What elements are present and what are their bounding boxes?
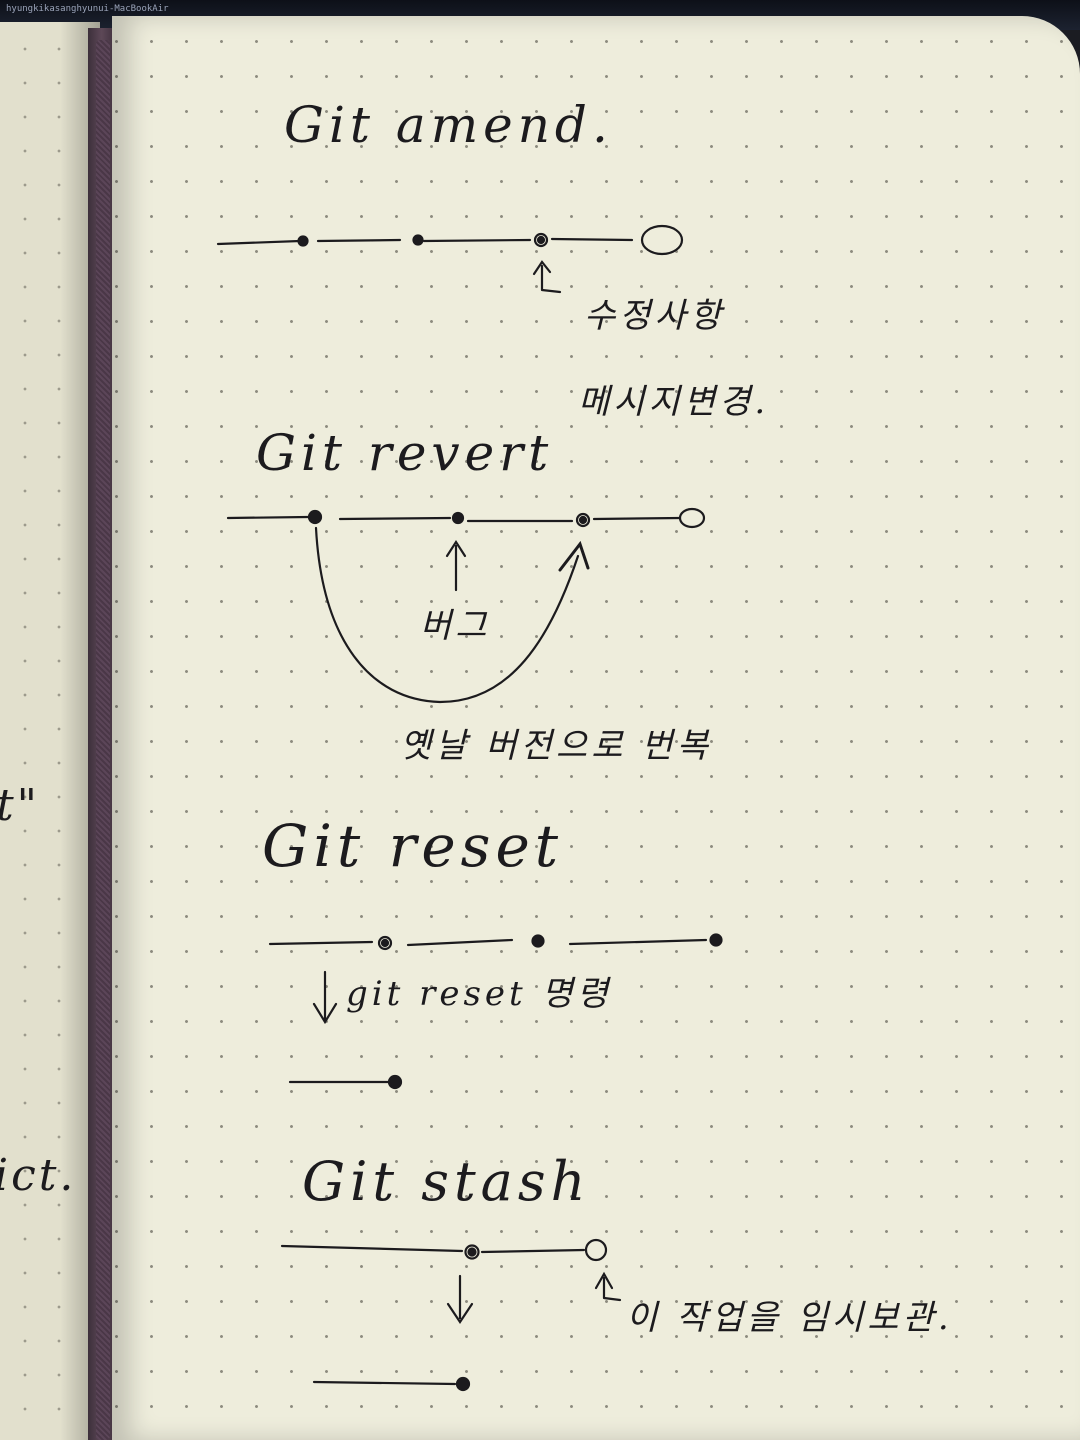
revert-curve-arrow (314, 526, 580, 704)
amend-note-1: 수정사항 (584, 296, 726, 336)
revert-commit-dot-1 (307, 509, 323, 525)
amend-commit-dot-1 (297, 235, 309, 247)
reset-result-dot (387, 1074, 403, 1090)
amend-new-commit-circle (640, 224, 684, 256)
stash-result-dot (455, 1376, 471, 1392)
reset-commit-dot-1 (377, 935, 393, 951)
section-title-stash: Git stash (302, 1150, 591, 1213)
reset-commit-dot-2 (531, 934, 545, 948)
revert-bug-arrow (445, 539, 467, 592)
amend-commit-dot-3 (533, 232, 549, 248)
left-margin-fragment-2: ict. (0, 1150, 77, 1201)
reset-note-1: git reset 명령 (346, 974, 613, 1014)
revert-commit-timeline (226, 507, 706, 704)
screen-text: hyungkikasanghyunui-MacBookAir (6, 4, 169, 14)
stash-commit-timeline (280, 1238, 622, 1392)
amend-pointer-arrow (532, 260, 562, 294)
stash-pointer-arrow (594, 1271, 622, 1302)
revert-commit-dot-2 (451, 511, 465, 525)
section-title-amend: Git amend. (284, 96, 613, 154)
reset-down-arrow (312, 970, 338, 1025)
bookmark-ribbon (96, 40, 110, 1440)
amend-commit-dot-2 (412, 234, 424, 246)
left-notebook-page (0, 22, 100, 1440)
revert-note-2: 옛날 버전으로 번복 (400, 726, 712, 766)
stash-result-line (312, 1380, 457, 1386)
stash-note-1: 이 작업을 임시보관. (626, 1298, 953, 1338)
amend-commit-timeline (216, 224, 684, 294)
stash-working-circle (584, 1238, 608, 1262)
reset-commit-timeline (268, 933, 723, 1090)
right-notebook-page (112, 16, 1080, 1440)
section-title-reset: Git reset (262, 812, 564, 880)
left-margin-fragment-1: t" (0, 780, 40, 831)
stash-commit-dot (464, 1244, 480, 1260)
amend-note-2: 메시지변경. (578, 382, 770, 422)
revert-commit-dot-3 (575, 512, 591, 528)
section-title-revert: Git revert (256, 424, 554, 482)
stash-down-arrow (446, 1274, 474, 1324)
revert-note-1: 버그 (420, 606, 491, 646)
revert-new-commit-circle (678, 507, 706, 529)
reset-commit-dot-3 (709, 933, 723, 947)
